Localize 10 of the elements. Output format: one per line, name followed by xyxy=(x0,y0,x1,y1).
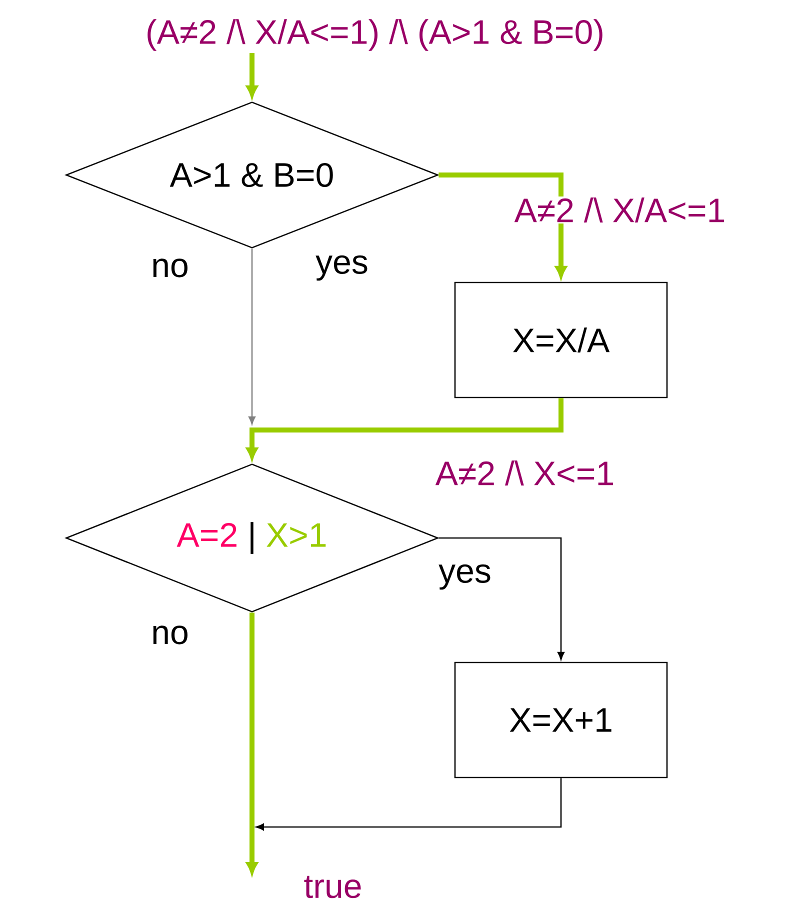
branch-label: yes xyxy=(316,255,368,281)
arrow xyxy=(256,778,562,830)
process-box: X=X+1 xyxy=(454,662,668,778)
condition-text: (A≠2 /\ X/A<=1) /\ (A>1 & B=0) xyxy=(148,19,602,51)
branch-label: yes xyxy=(438,564,490,590)
arrow xyxy=(248,248,256,424)
process-box: X=X/A xyxy=(454,282,668,398)
edge-label: true xyxy=(302,874,364,900)
edge-label: A≠2 /\ X/A<=1 xyxy=(513,196,727,224)
arrow xyxy=(438,537,564,660)
